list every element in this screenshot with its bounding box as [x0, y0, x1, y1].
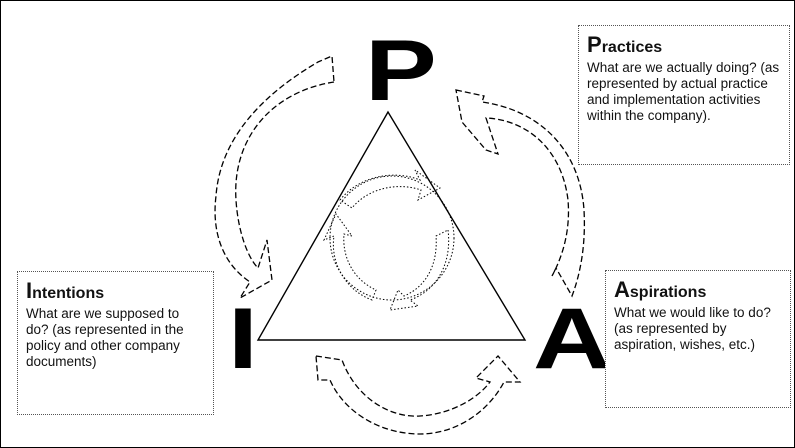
practices-text: What are we actually doing? (as represen…	[587, 60, 780, 124]
practices-box: Practices What are we actually doing? (a…	[578, 25, 790, 165]
aspirations-box: Aspirations What we would like to do? (a…	[605, 270, 791, 408]
letter-p: P	[365, 23, 437, 119]
aspirations-title: Aspirations	[614, 277, 782, 302]
aspirations-text: What we would like to do? (as represente…	[614, 305, 771, 353]
practices-title-initial: P	[587, 32, 602, 57]
cycle-arrow-p-to-a	[455, 89, 586, 298]
practices-title: Practices	[587, 32, 781, 57]
cycle-arrow-p-to-i	[214, 55, 335, 299]
intentions-text: What are we supposed to do? (as represen…	[26, 306, 184, 370]
intentions-title-rest: ntentions	[32, 285, 105, 302]
aspirations-title-initial: A	[614, 277, 630, 302]
central-triangle	[256, 110, 527, 341]
cycle-arrow-a-to-i	[315, 355, 522, 435]
aspirations-title-rest: spirations	[629, 284, 707, 301]
practices-title-rest: ractices	[601, 39, 663, 56]
intentions-box: Intentions What are we supposed to do? (…	[17, 271, 214, 415]
intentions-title: Intentions	[26, 278, 205, 303]
central-cycle-arrows	[323, 169, 455, 311]
intentions-title-initial: I	[26, 278, 33, 303]
letter-a: A	[533, 291, 611, 387]
letter-i: I	[228, 291, 258, 387]
